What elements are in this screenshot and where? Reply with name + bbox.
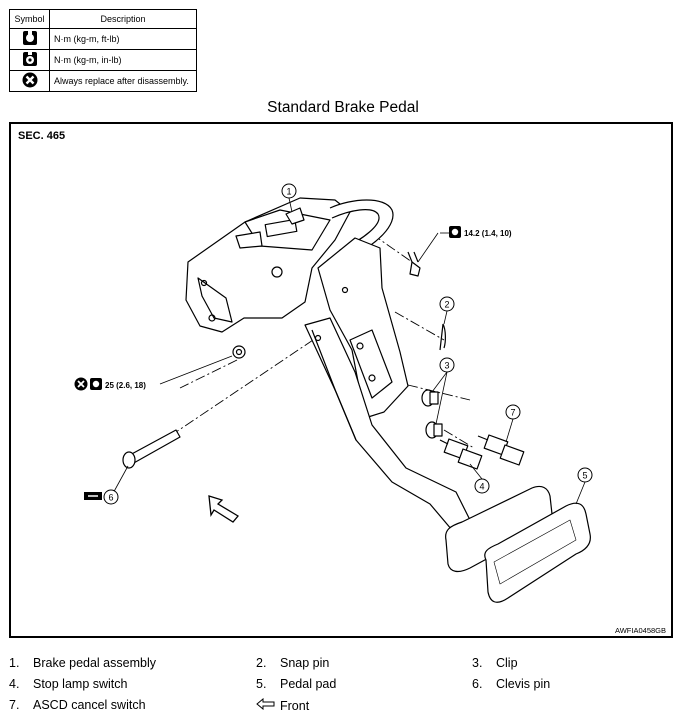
part-name: Snap pin [280,656,330,670]
ascd-cancel-switch [477,434,525,466]
part-item: 3. Clip [472,656,518,670]
part-number: 7. [9,698,20,712]
part-name: ASCD cancel switch [33,698,146,712]
part-number: 4. [9,677,20,691]
clips [421,389,443,439]
pedal-nut [232,345,246,359]
part-item: 2. Snap pin [256,656,329,670]
front-legend: Front [256,697,310,713]
callout-circle-6 [103,489,119,505]
part-name: Clevis pin [496,677,551,691]
torque-wrench-icon [90,378,102,390]
figure-code: AWFIA0458GB [615,626,666,635]
front-arrow-icon [208,495,239,523]
torque-spec-upper: 14.2 (1.4, 10) [464,229,512,238]
symbol-legend-table: Symbol Description N·m (kg-m, ft-lb) N·m… [9,9,197,92]
part-name: Brake pedal assembly [33,656,156,670]
part-number: 3. [472,656,483,670]
mounting-bolt [407,251,421,277]
callout-4: 4 [479,482,484,492]
torque-wrench-icon [9,28,50,50]
front-label: Front [280,699,310,713]
part-number: 6. [472,677,483,691]
grease-icon [84,492,102,500]
part-number: 2. [256,656,267,670]
diagram-title: Standard Brake Pedal [267,99,419,116]
callout-6: 6 [108,493,113,503]
part-number: 5. [256,677,267,691]
torque-spec-lower: 25 (2.6, 18) [105,381,146,390]
callout-circle-4 [474,478,490,494]
callout-circle-2 [439,296,455,312]
callout-7: 7 [510,408,515,418]
callout-circle-3 [439,357,455,373]
part-number: 1. [9,656,20,670]
torque-wrench-icon [449,226,461,238]
brake-pedal-assembly [185,197,471,531]
part-item: 4. Stop lamp switch [9,677,127,691]
always-replace-icon [74,377,88,391]
part-name: Stop lamp switch [33,677,128,691]
section-label: SEC. 465 [18,130,66,142]
callout-1: 1 [286,187,291,197]
legend-desc-3: Always replace after disassembly. [49,70,197,92]
part-item: 1. Brake pedal assembly [9,656,156,670]
callout-5: 5 [582,471,587,481]
stop-lamp-switch [439,438,483,470]
callout-3: 3 [444,361,449,371]
callout-circle-1 [281,183,297,199]
snap-pin [439,323,446,351]
clevis-pin [122,429,181,469]
callout-circle-5 [577,467,593,483]
part-item: 5. Pedal pad [256,677,336,691]
part-name: Clip [496,656,518,670]
callout-circle-7 [505,404,521,420]
diagram-frame [9,122,673,638]
part-item: 7. ASCD cancel switch [9,698,146,712]
callout-2: 2 [444,300,449,310]
front-arrow-icon [256,697,280,713]
part-item: 6. Clevis pin [472,677,550,691]
part-name: Pedal pad [280,677,337,691]
pedal-pad [445,485,591,603]
